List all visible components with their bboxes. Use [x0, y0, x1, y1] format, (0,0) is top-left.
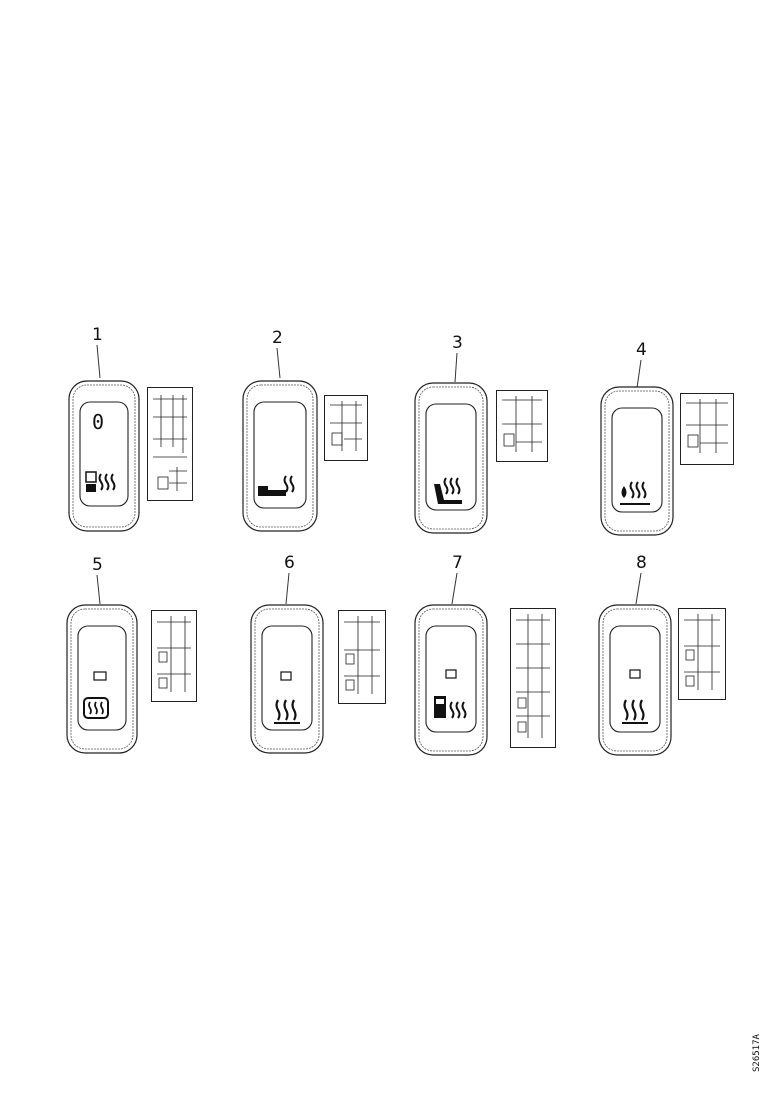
- callout-5: 5: [92, 555, 103, 575]
- callout-2: 2: [272, 328, 283, 348]
- callout-1: 1: [92, 325, 103, 345]
- document-reference: S26517A: [752, 1034, 762, 1072]
- switch-5: [66, 604, 138, 754]
- callout-8: 8: [636, 553, 647, 573]
- switch-7: [414, 604, 488, 756]
- schematic-6: [338, 610, 386, 704]
- switch-2: [242, 380, 318, 532]
- schematic-1: [147, 387, 193, 501]
- schematic-2: [324, 395, 368, 461]
- schematic-3: [496, 390, 548, 462]
- switch-1: 0: [68, 380, 140, 532]
- switch-1-off-label: 0: [92, 410, 105, 434]
- switch-6: [250, 604, 324, 754]
- callout-4: 4: [636, 340, 647, 360]
- switch-3: [414, 382, 488, 534]
- schematic-7: [510, 608, 556, 748]
- switch-8: [598, 604, 672, 756]
- callout-7: 7: [452, 553, 463, 573]
- schematic-5: [151, 610, 197, 702]
- schematic-4: [680, 393, 734, 465]
- schematic-8: [678, 608, 726, 700]
- switch-4: [600, 386, 674, 536]
- callout-6: 6: [284, 553, 295, 573]
- callout-3: 3: [452, 333, 463, 353]
